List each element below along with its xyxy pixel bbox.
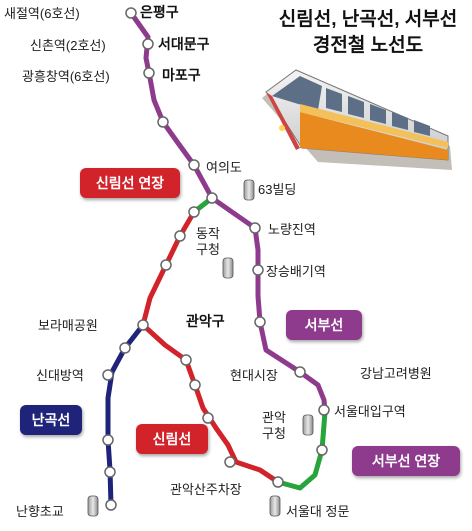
station-label-snu-gate: 서울대 정문 (286, 504, 350, 519)
building-icon (87, 179, 314, 517)
station-label-noryangjin: 노량진역 (268, 222, 316, 237)
district-label-gwanak: 관악구 (186, 313, 225, 329)
station-label-saejeol: 새절역(6호선) (4, 6, 80, 21)
train-illustration (262, 69, 452, 170)
line-box-nangok: 난곡선 (20, 405, 82, 435)
station-label-gwanak-office: 관악 구청 (262, 410, 286, 441)
line-box-seobu: 서부선 (286, 310, 362, 340)
station-label-dongjak-office: 동작 구청 (196, 226, 220, 257)
line-box-seobu-extension: 서부선 연장 (352, 446, 460, 476)
map-title-line1: 신림선, 난곡선, 서부선 (278, 9, 458, 30)
station-label-boramae: 보라매공원 (38, 318, 98, 333)
station-label-sinchon: 신촌역(2호선) (30, 38, 106, 53)
station-label-snu-entrance: 서울대입구역 (334, 404, 406, 419)
station-label-gwangheungchang: 광흥창역(6호선) (22, 69, 110, 84)
line-box-sillim: 신림선 (136, 424, 208, 454)
district-label-mapo: 마포구 (162, 67, 201, 83)
station-label-yeouido: 여의도 (206, 160, 242, 175)
seobu-line (128, 10, 328, 415)
station-label-hyundae-market: 현대시장 (230, 368, 278, 383)
station-label-gwanaksan-parking: 관악산주차장 (170, 482, 242, 497)
seobu-extension-line (275, 409, 328, 491)
district-label-seodaemun: 서대문구 (158, 36, 210, 52)
station-label-jangseungbaegi: 장승배기역 (266, 264, 326, 279)
district-label-eunpyeong: 은평구 (140, 4, 179, 20)
station-label-nanhyang: 난향초교 (16, 504, 64, 519)
line-box-sillim-extension: 신림선 연장 (80, 168, 180, 198)
station-markers (102, 7, 330, 511)
station-label-sindaebang: 신대방역 (36, 368, 84, 383)
landmark-gangnam-korea-hospital: 강남고려병원 (360, 366, 432, 381)
landmark-63-building: 63빌딩 (258, 182, 297, 197)
map-title-line2: 경전철 노선도 (312, 35, 424, 56)
